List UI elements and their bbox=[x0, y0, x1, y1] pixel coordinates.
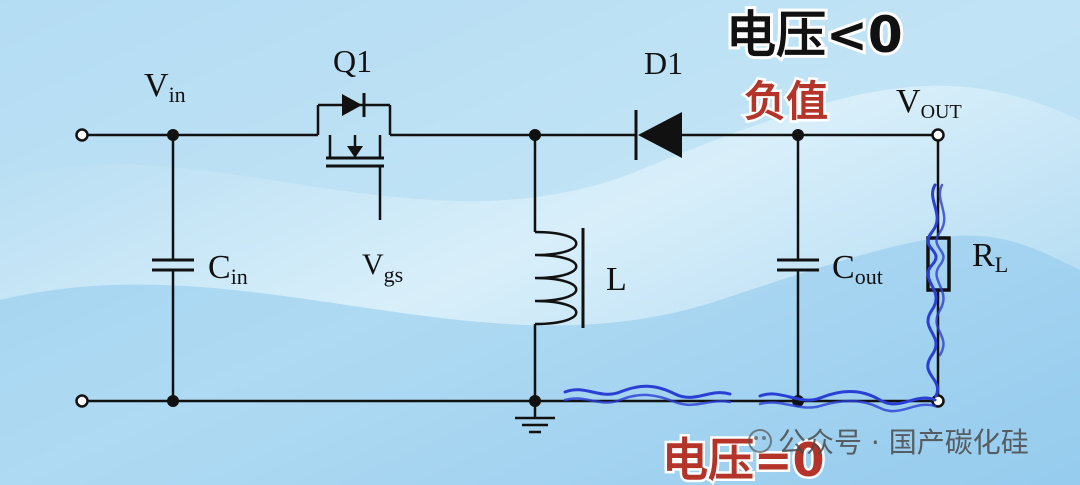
junctions bbox=[167, 129, 804, 407]
resistor-rl bbox=[926, 236, 951, 292]
terminal-vin-top bbox=[75, 128, 89, 142]
terminal-vin-bottom bbox=[75, 394, 89, 408]
label-q1: Q1 bbox=[333, 43, 372, 79]
watermark-text: 公众号 · 国产碳化硅 bbox=[778, 426, 1029, 459]
background-wave-bottom bbox=[0, 235, 1080, 485]
label-vgs: Vgs bbox=[362, 248, 403, 287]
mosfet-q1 bbox=[316, 93, 392, 220]
junction-inductor-top bbox=[529, 129, 541, 141]
ground-symbol bbox=[515, 416, 555, 434]
terminals bbox=[75, 128, 945, 408]
junction-cin-bottom bbox=[167, 395, 179, 407]
label-cout: Cout bbox=[832, 249, 883, 289]
annotation-voltage-negative: 电压<0 bbox=[726, 6, 903, 64]
label-vin: Vin bbox=[144, 67, 186, 107]
label-d1: D1 bbox=[644, 45, 683, 81]
terminal-vout-top bbox=[931, 128, 945, 142]
current-flow-highlight bbox=[563, 183, 946, 413]
label-cin: Cin bbox=[208, 249, 248, 289]
background-wave-top bbox=[0, 0, 1080, 202]
junction-cin-top bbox=[167, 129, 179, 141]
annotation-negative-value: 负值 bbox=[744, 77, 828, 126]
capacitor-cin bbox=[152, 258, 194, 272]
label-inductor: L bbox=[606, 261, 627, 298]
inductor-l bbox=[534, 228, 585, 328]
junction-inductor-bottom bbox=[529, 395, 541, 407]
capacitor-cout bbox=[777, 258, 819, 272]
wechat-icon bbox=[748, 429, 772, 453]
label-vout: VOUT bbox=[896, 83, 962, 123]
junction-cout-top bbox=[792, 129, 804, 141]
terminal-vout-bottom bbox=[931, 394, 945, 408]
annotation-voltage-zero: 电压=0 bbox=[662, 433, 825, 485]
label-rl: RL bbox=[972, 237, 1008, 277]
diode-d1 bbox=[634, 110, 682, 160]
watermark: 公众号 · 国产碳化硅 bbox=[748, 426, 1029, 459]
